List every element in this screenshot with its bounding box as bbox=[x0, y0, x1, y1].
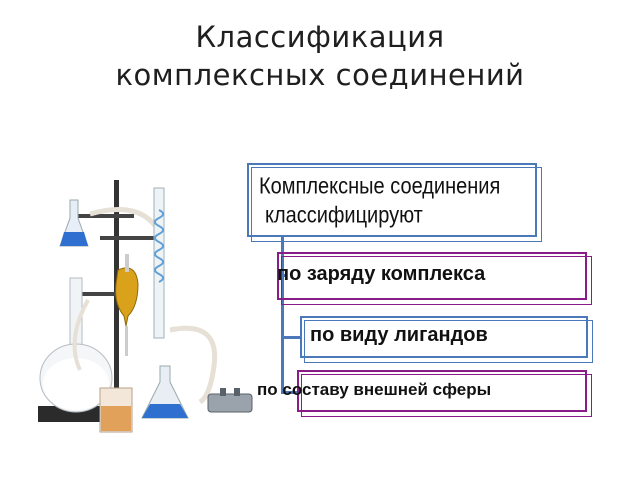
root-node-border bbox=[247, 163, 537, 237]
slide-title-line-2: комплексных соединений bbox=[115, 58, 525, 92]
clamp-top bbox=[74, 214, 134, 218]
branch-node-outer-sphere: по составу внешней сферы bbox=[257, 370, 592, 417]
beaker-liquid bbox=[101, 406, 131, 431]
connector-tick-1 bbox=[281, 274, 285, 277]
branch-node-outer-sphere-shadow-border bbox=[301, 374, 592, 417]
connector-tick-2 bbox=[281, 336, 301, 339]
stopcock-knob-2 bbox=[234, 388, 240, 396]
large-flask-liquid bbox=[43, 358, 109, 410]
lab-equipment-illustration bbox=[38, 180, 253, 433]
slide-title: Классификация комплексных соединений bbox=[0, 18, 640, 94]
tubing-3 bbox=[169, 325, 218, 405]
branch-node-ligands: по виду лигандов bbox=[300, 316, 593, 363]
root-node-text: Комплексные соединения классифицируют bbox=[259, 173, 500, 231]
branch-node-outer-sphere-border bbox=[297, 370, 587, 412]
tubing-1 bbox=[89, 207, 161, 232]
branch-label-ligands: по виду лигандов bbox=[310, 324, 488, 346]
erlenmeyer-liquid bbox=[142, 404, 188, 418]
branch-node-ligands-shadow-border bbox=[304, 320, 593, 363]
root-node-shadow-border bbox=[251, 167, 542, 242]
condenser bbox=[153, 187, 165, 339]
root-node-line-2: классифицируют bbox=[265, 202, 423, 229]
branch-node-ligands-border bbox=[300, 316, 588, 358]
funnel-stem-bottom bbox=[125, 326, 128, 356]
root-node: Комплексные соединения классифицируют bbox=[247, 163, 542, 242]
root-node-line-1: Комплексные соединения bbox=[259, 174, 501, 200]
condenser-coil bbox=[154, 209, 164, 283]
funnel-stem-top bbox=[125, 254, 129, 272]
stopcock-knob bbox=[220, 388, 226, 396]
slide-title-line-1: Классификация bbox=[195, 20, 445, 54]
clamp-lower bbox=[74, 292, 126, 296]
small-flask-liquid bbox=[60, 232, 88, 246]
connector-tick-3 bbox=[281, 391, 299, 394]
branch-label-charge: по заряду комплекса bbox=[277, 263, 486, 285]
branch-node-charge: по заряду комплекса bbox=[277, 252, 592, 305]
branch-label-outer-sphere: по составу внешней сферы bbox=[257, 380, 492, 399]
diagram-connector bbox=[281, 237, 284, 393]
separatory-funnel bbox=[115, 267, 139, 327]
branch-node-charge-shadow-border bbox=[281, 256, 592, 305]
stopcock bbox=[207, 393, 253, 413]
tubing-2 bbox=[72, 299, 90, 371]
clamp-middle bbox=[100, 236, 160, 240]
branch-node-charge-border bbox=[277, 252, 587, 300]
